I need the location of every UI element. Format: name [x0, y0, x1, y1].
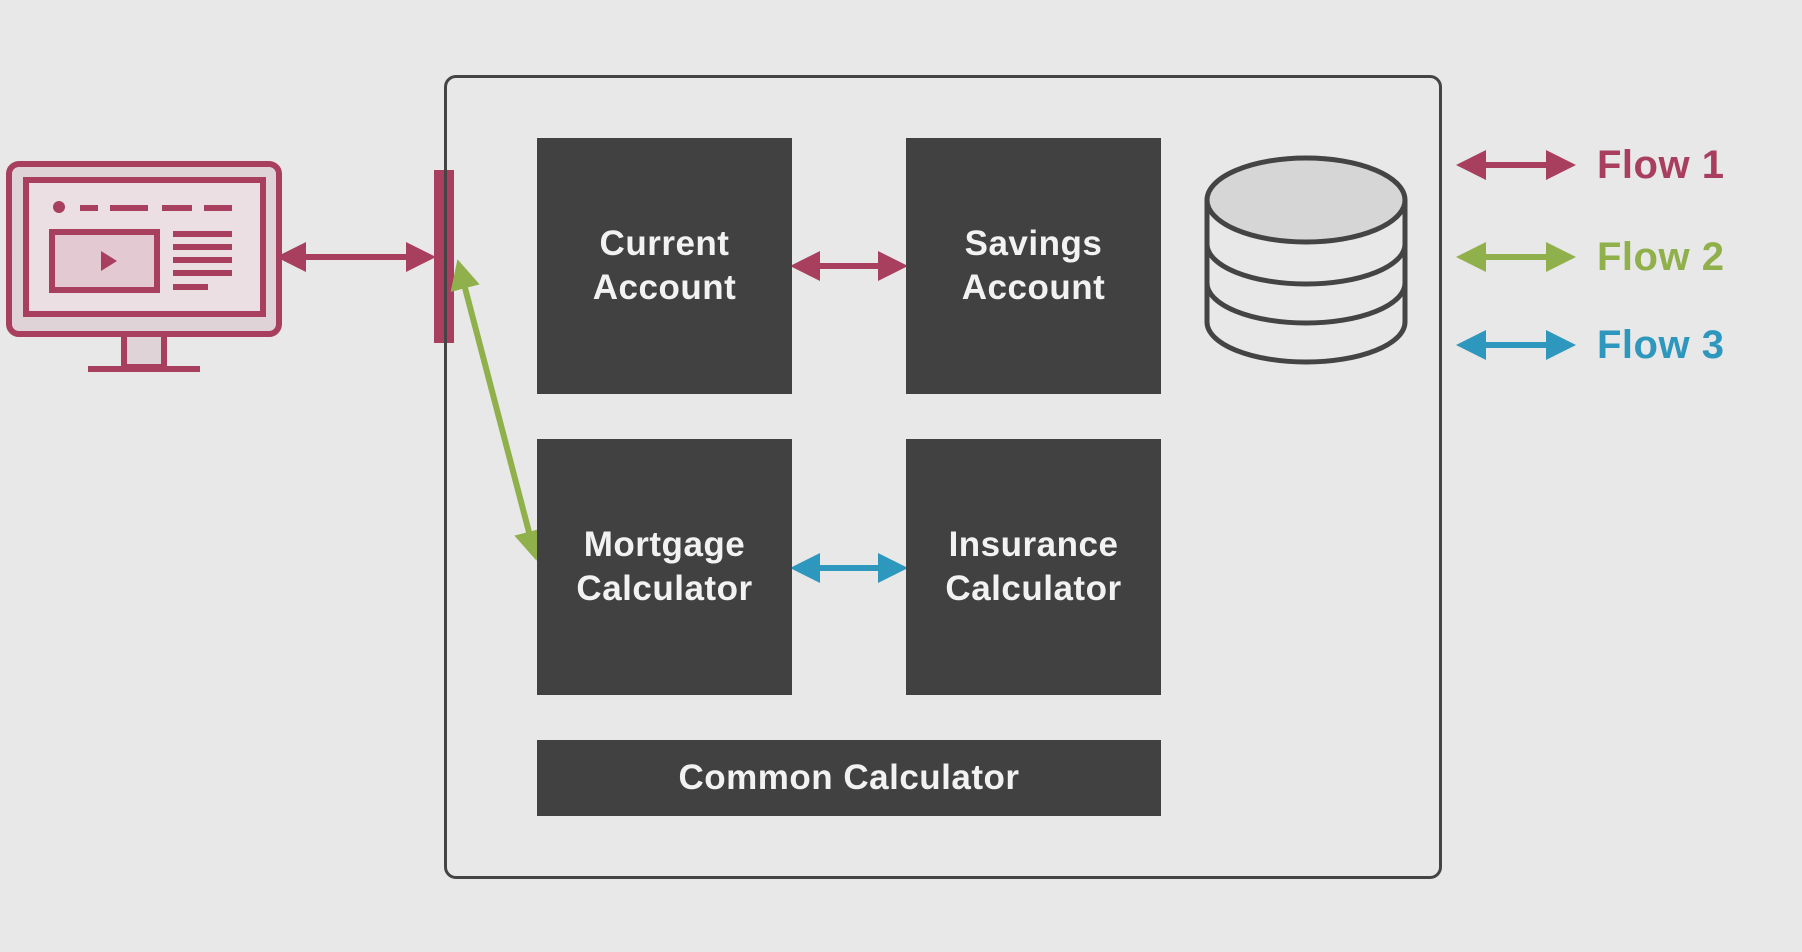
module-savings-account: Savings Account — [906, 138, 1161, 394]
module-common-calculator-label: Common Calculator — [678, 758, 1020, 797]
module-savings-account-label: Savings Account — [961, 224, 1106, 307]
module-current-account-label: Current Account — [592, 224, 737, 307]
module-insurance-calculator-label: Insurance Calculator — [945, 525, 1122, 608]
legend-flow2-label: Flow 2 — [1597, 235, 1725, 279]
database-icon — [1204, 155, 1408, 365]
browser-monitor-icon — [6, 161, 282, 372]
module-mortgage-calculator-label: Mortgage Calculator — [576, 525, 753, 608]
legend-flow3-label: Flow 3 — [1597, 323, 1725, 367]
legend-flow1-label: Flow 1 — [1597, 143, 1725, 187]
module-insurance-calculator: Insurance Calculator — [906, 439, 1161, 695]
service-container — [444, 75, 1442, 879]
module-common-calculator: Common Calculator — [537, 740, 1161, 816]
module-mortgage-calculator: Mortgage Calculator — [537, 439, 792, 695]
module-current-account: Current Account — [537, 138, 792, 394]
flow2-arrow-gateway-mortgage — [450, 259, 544, 561]
